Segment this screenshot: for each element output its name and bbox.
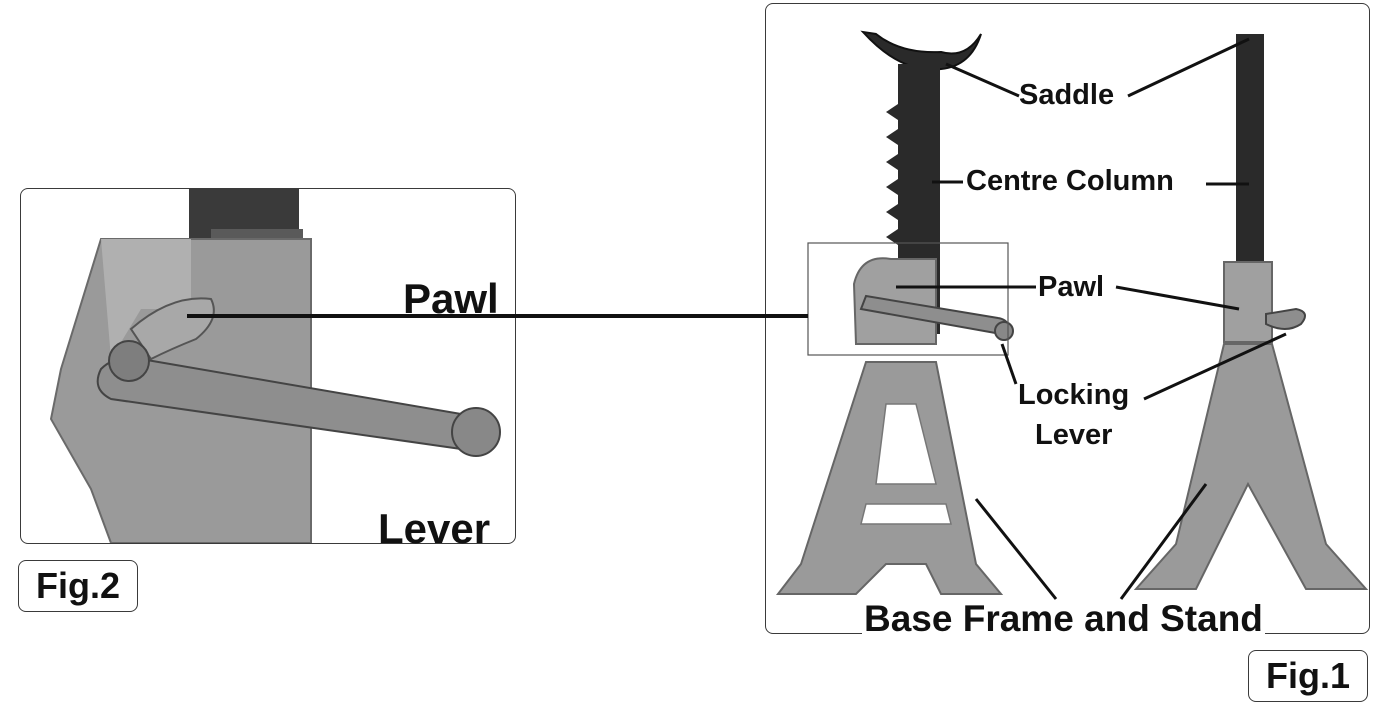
locking-lever-label-line1: Locking bbox=[1018, 379, 1130, 411]
fig2-panel bbox=[20, 188, 516, 544]
locking-lever-label-line2: Lever bbox=[1035, 419, 1113, 451]
base-frame-label: Base Frame and Stand bbox=[862, 598, 1265, 639]
fig2-pawl-label: Pawl bbox=[403, 275, 499, 322]
fig1-caption: Fig.1 bbox=[1248, 650, 1368, 702]
fig2-closeup-image bbox=[49, 189, 501, 543]
fig2-caption: Fig.2 bbox=[18, 560, 138, 612]
saddle-label: Saddle bbox=[1019, 79, 1115, 111]
fig1-panel bbox=[765, 3, 1370, 634]
fig2-lever-label: Lever bbox=[378, 505, 491, 552]
fig1-jack-stands-image bbox=[775, 30, 1369, 600]
fig1-pawl-label: Pawl bbox=[1038, 271, 1105, 303]
centre-column-label: Centre Column bbox=[966, 165, 1174, 197]
